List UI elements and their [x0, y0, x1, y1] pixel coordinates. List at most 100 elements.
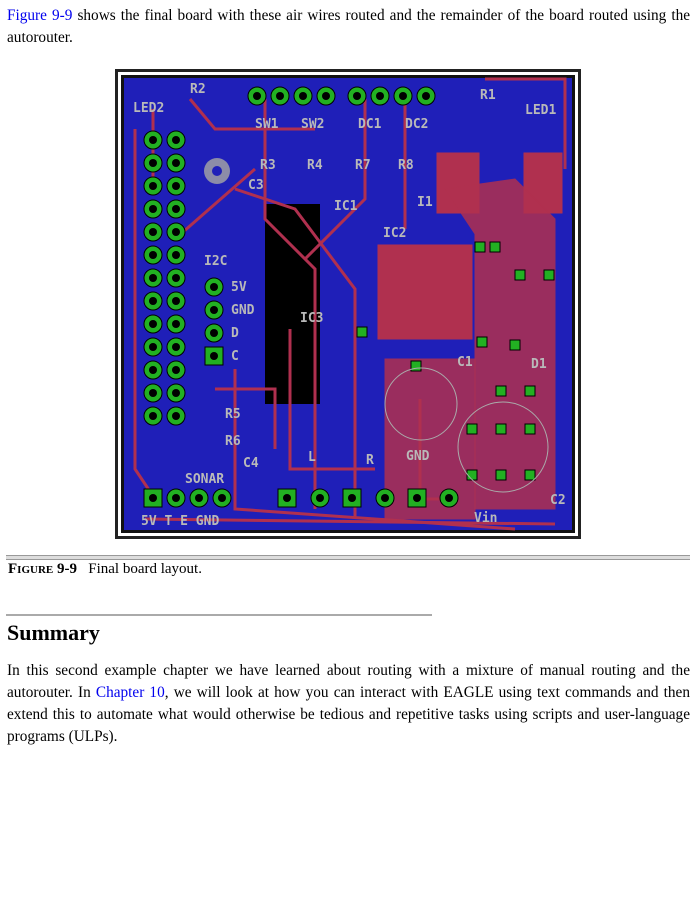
copper-trace — [234, 187, 357, 519]
drill-hole — [353, 92, 361, 100]
copper-trace — [485, 77, 567, 169]
drill-hole — [149, 343, 157, 351]
drill-hole — [172, 412, 180, 420]
silkscreen-label-ic2: IC2 — [383, 226, 406, 241]
drill-hole — [172, 251, 180, 259]
silkscreen-label-r3: R3 — [260, 158, 276, 173]
copper-trace — [174, 167, 256, 241]
smd-via — [524, 423, 536, 435]
smd-via — [495, 385, 507, 397]
silkscreen-label-c2: C2 — [550, 493, 566, 508]
caption-text: Final board layout. — [88, 561, 202, 577]
drill-hole — [149, 274, 157, 282]
drill-hole — [276, 92, 284, 100]
silkscreen-label-sonar: SONAR — [185, 472, 224, 487]
section-heading: Summary — [7, 620, 100, 645]
silkscreen-label-gnd: GND — [231, 303, 255, 318]
silkscreen-label-c4: C4 — [243, 456, 259, 471]
silkscreen-label-c3: C3 — [248, 178, 264, 193]
silkscreen-label-sw1: SW1 — [255, 117, 279, 132]
smd-via — [524, 469, 536, 481]
silkscreen-label-r7: R7 — [355, 158, 371, 173]
silkscreen-label-dc1: DC1 — [358, 117, 382, 132]
caption-rule — [6, 555, 690, 560]
drill-hole — [149, 182, 157, 190]
silkscreen-label-d1: D1 — [531, 357, 547, 372]
smd-via — [410, 360, 422, 372]
smd-via — [489, 241, 501, 253]
drill-hole — [348, 494, 356, 502]
copper-trace — [144, 517, 556, 526]
summary-text-1: In this second example chapter we have l… — [7, 662, 690, 701]
drill-hole — [195, 494, 203, 502]
copper-trace — [288, 329, 375, 471]
silkscreen-label-r4: R4 — [307, 158, 323, 173]
drill-hole — [172, 297, 180, 305]
drill-hole — [172, 320, 180, 328]
silkscreen-label-sw2: SW2 — [301, 117, 324, 132]
intro-paragraph: Figure 9-9 shows the final board with th… — [7, 5, 690, 49]
drill-hole — [172, 136, 180, 144]
drill-hole — [149, 366, 157, 374]
silkscreen-label-vin: Vin — [474, 511, 497, 526]
silkscreen-label-l: L — [308, 450, 316, 465]
figure-link[interactable]: Figure 9-9 — [7, 7, 73, 24]
smd-via — [514, 269, 526, 281]
drill-hole — [316, 494, 324, 502]
drill-hole — [149, 389, 157, 397]
silkscreen-label-r: R — [366, 453, 374, 468]
section-rule — [6, 614, 432, 616]
drill-hole — [172, 343, 180, 351]
silkscreen-label-r6: R6 — [225, 434, 241, 449]
silkscreen-label-i2c: I2C — [204, 254, 227, 269]
smd-via — [543, 269, 555, 281]
silkscreen-label-i1: I1 — [417, 195, 433, 210]
drill-hole — [149, 205, 157, 213]
drill-hole — [299, 92, 307, 100]
silkscreen-label-c1: C1 — [457, 355, 473, 370]
copper-trace — [303, 99, 367, 261]
copper-trace — [263, 99, 317, 509]
smd-via — [524, 385, 536, 397]
drill-hole — [172, 228, 180, 236]
drill-hole — [381, 494, 389, 502]
drill-hole — [445, 494, 453, 502]
drill-hole — [149, 159, 157, 167]
figure-caption: Figure 9-9 Final board layout. — [8, 561, 202, 578]
drill-hole — [322, 92, 330, 100]
smd-via — [466, 423, 478, 435]
drill-hole — [172, 159, 180, 167]
drill-hole — [210, 352, 218, 360]
copper-trace — [215, 387, 277, 449]
smd-via — [495, 423, 507, 435]
copper-trace — [188, 98, 315, 131]
drill-hole — [210, 306, 218, 314]
drill-hole — [283, 494, 291, 502]
chapter-link[interactable]: Chapter 10 — [95, 684, 165, 701]
silkscreen-label-r5: R5 — [225, 407, 241, 422]
silkscreen-label-d: D — [231, 326, 239, 341]
drill-hole — [413, 494, 421, 502]
drill-hole — [172, 205, 180, 213]
drill-hole — [149, 494, 157, 502]
drill-hole — [149, 297, 157, 305]
smd-via — [356, 326, 368, 338]
smd-via — [466, 469, 478, 481]
drill-hole — [172, 494, 180, 502]
smd-via — [476, 336, 488, 348]
drill-hole — [149, 228, 157, 236]
silkscreen-label-led1: LED1 — [525, 103, 556, 118]
silkscreen-label-r8: R8 — [398, 158, 414, 173]
drill-hole — [149, 320, 157, 328]
drill-hole — [399, 92, 407, 100]
silkscreen-label-v5: 5V — [231, 280, 247, 295]
drill-hole — [210, 283, 218, 291]
silkscreen-label-c: C — [231, 349, 239, 364]
drill-hole — [376, 92, 384, 100]
drill-hole — [210, 329, 218, 337]
drill-hole — [172, 274, 180, 282]
drill-hole — [172, 182, 180, 190]
drill-hole — [149, 251, 157, 259]
silkscreen-label-r1: R1 — [480, 88, 496, 103]
smd-via — [474, 241, 486, 253]
